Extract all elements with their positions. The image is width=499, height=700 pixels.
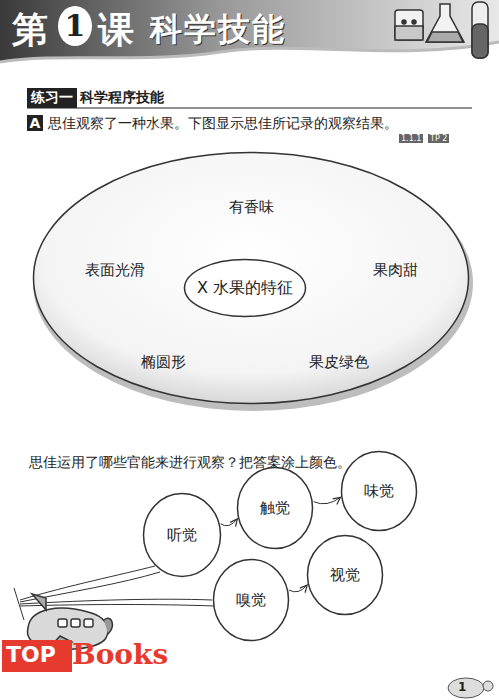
node-text: 触觉 bbox=[260, 499, 290, 518]
node-text: 果肉甜 bbox=[373, 261, 418, 280]
node-text: X 水果的特征 bbox=[197, 278, 293, 299]
sense-balloon: 味觉 bbox=[340, 450, 418, 532]
sense-balloon: 触觉 bbox=[236, 466, 314, 550]
page-number: 1 bbox=[458, 680, 466, 694]
node-text: 听觉 bbox=[167, 526, 197, 545]
sense-balloon: 视觉 bbox=[306, 534, 384, 616]
question: 思佳运用了哪些官能来进行观察？把答案涂上颜色。 bbox=[29, 454, 351, 472]
watermark: TOP bbox=[6, 642, 56, 667]
node-text: 视觉 bbox=[330, 566, 360, 585]
watermark: Books bbox=[72, 638, 168, 671]
sense-balloon: 嗅觉 bbox=[212, 558, 290, 642]
node-text: 嗅觉 bbox=[236, 591, 266, 610]
node-text: 表面光滑 bbox=[85, 261, 145, 280]
lesson-word: 第 bbox=[12, 6, 48, 55]
balloon-string bbox=[289, 585, 307, 593]
lesson-number: 1 bbox=[58, 6, 92, 46]
core-ellipse: X 水果的特征 bbox=[183, 258, 307, 318]
node-text: 椭圆形 bbox=[141, 352, 186, 371]
standard-code: 1.1.1 bbox=[399, 134, 423, 143]
node-text: 味觉 bbox=[364, 482, 394, 501]
balloon-string bbox=[314, 497, 341, 504]
part-letter: A bbox=[27, 115, 43, 131]
exercise-tag: 练习一 bbox=[27, 88, 77, 108]
balloon-string bbox=[221, 519, 238, 527]
node-text: 果皮绿色 bbox=[309, 352, 369, 371]
exercise-heading: 科学程序技能 bbox=[80, 89, 164, 107]
feature-ellipse: 有香味表面光滑 果肉甜椭圆形 果皮绿色 X 水果的特征 bbox=[32, 151, 470, 405]
lesson-title: 科学技能 bbox=[150, 8, 286, 52]
tp-code: TP 2 bbox=[428, 134, 449, 143]
instruction: 思佳观察了一种水果。下图显示思佳所记录的观察结果。 bbox=[48, 115, 398, 133]
node-text: 有香味 bbox=[229, 197, 274, 216]
lesson-word: 课 bbox=[98, 6, 134, 55]
sense-balloon: 听觉 bbox=[142, 492, 222, 578]
